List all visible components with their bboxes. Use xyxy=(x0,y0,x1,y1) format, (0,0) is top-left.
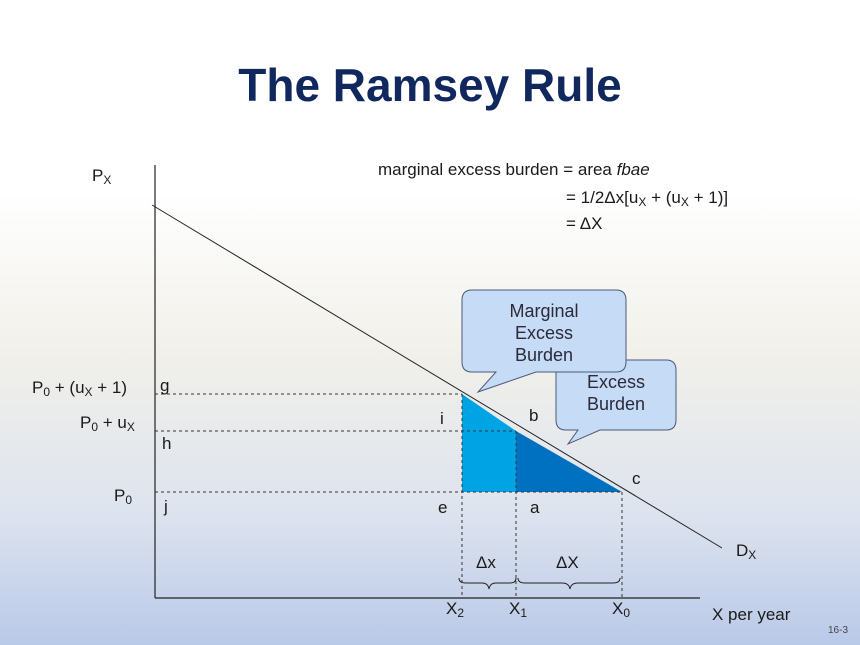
point-a: a xyxy=(530,498,540,517)
price-label-high: P0 + (uX + 1) xyxy=(32,378,128,399)
price-label-low: P0 xyxy=(114,486,133,507)
demand-curve xyxy=(151,204,723,549)
x-tick-x2: X2 xyxy=(446,599,465,620)
x-tick-x1: X1 xyxy=(509,599,528,620)
demand-label: DX xyxy=(736,541,757,562)
marginal-excess-burden-callout xyxy=(461,289,627,394)
brace-large xyxy=(517,577,621,590)
dark-triangle-area xyxy=(516,431,622,492)
x-axis-label: X per year xyxy=(712,605,791,624)
x-tick-x0: X0 xyxy=(612,599,631,620)
light-trapezoid-area xyxy=(462,394,516,492)
delta-small-x-label: Δx xyxy=(476,553,496,572)
price-label-mid: P0 + uX xyxy=(80,413,135,434)
point-j: j xyxy=(164,497,168,516)
point-e: e xyxy=(438,498,448,517)
point-i: i xyxy=(440,409,444,428)
brace-small xyxy=(458,577,517,590)
formula-line-1: marginal excess burden = area fbae xyxy=(378,160,650,179)
marginal-excess-burden-text: Marginal Excess Burden xyxy=(509,301,579,365)
formula-line-2: = 1/2Δx[uX + (uX + 1)] xyxy=(566,188,729,209)
page-number: 16-3 xyxy=(827,625,848,636)
delta-large-x-label: ΔX xyxy=(556,553,579,572)
page-title: The Ramsey Rule xyxy=(238,59,622,111)
excess-burden-text: Excess Burden xyxy=(586,372,646,414)
formula-line-3: = ΔX xyxy=(566,214,603,233)
y-axis-label: PX xyxy=(92,166,112,187)
point-g: g xyxy=(160,376,170,395)
point-b: b xyxy=(529,406,539,425)
point-h: h xyxy=(162,434,172,453)
point-c: c xyxy=(632,469,641,488)
